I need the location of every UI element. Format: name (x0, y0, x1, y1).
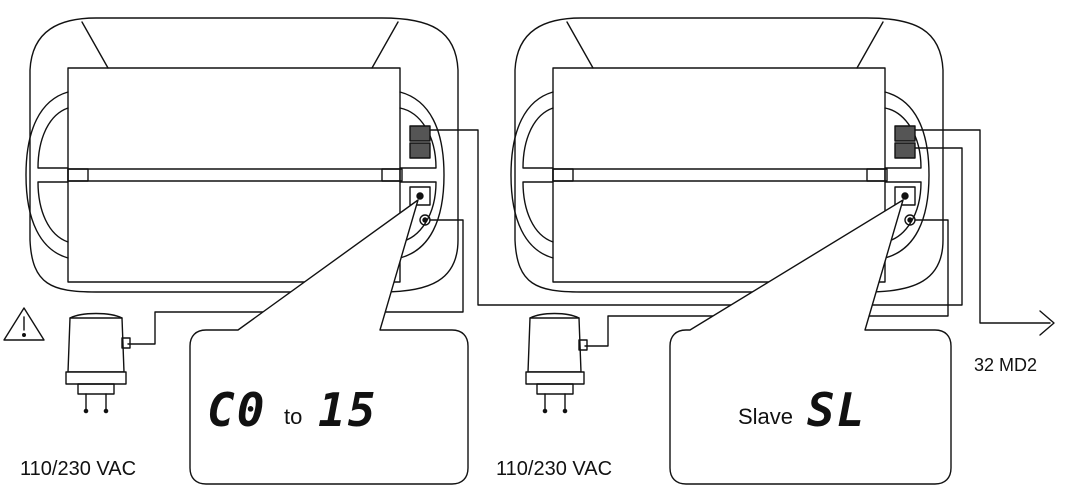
rj-jack-top (894, 125, 916, 142)
display-code-from: C0 (207, 383, 266, 437)
power-label-1: 110/230 VAC (20, 458, 136, 480)
output-label: 32 MD2 (974, 355, 1037, 375)
left-handle-upper-grip (37, 107, 69, 169)
warning-triangle-icon (3, 307, 45, 341)
power-adapter-2 (525, 312, 588, 414)
left-handle (25, 91, 69, 259)
display-callout-1 (189, 199, 469, 485)
display-connector: to (284, 404, 302, 429)
right-bay-outline (399, 91, 445, 259)
panel-clip-right (866, 168, 888, 182)
right-bay-outline (884, 91, 930, 259)
display-prefix: Slave (738, 404, 793, 429)
rj-jack-bottom (409, 142, 431, 159)
panel-clip-left (67, 168, 89, 182)
left-handle (510, 91, 554, 259)
panel-clip-left (552, 168, 574, 182)
panel-clip-right (381, 168, 403, 182)
housing-top-right-ridge (856, 21, 884, 69)
rj-jack-top (409, 125, 431, 142)
housing-top-right-ridge (371, 21, 399, 69)
left-handle-lower-grip (522, 181, 554, 243)
power-adapter-1 (65, 312, 131, 414)
bus-cable-1-to-2 (429, 129, 963, 306)
display-code: SL (807, 383, 866, 437)
display-callout-2 (669, 199, 952, 485)
left-handle-upper-grip (522, 107, 554, 169)
display-code-to: 15 (318, 383, 377, 437)
mode-button (409, 186, 431, 206)
mode-button (894, 186, 916, 206)
power-label-2: 110/230 VAC (496, 458, 612, 480)
bus-cable-to-output (914, 129, 1051, 324)
left-handle-lower-grip (37, 181, 69, 243)
output-arrow-icon (1039, 310, 1055, 336)
housing-top-left-ridge (566, 21, 594, 69)
rj-jack-bottom (894, 142, 916, 159)
housing-top-left-ridge (81, 21, 109, 69)
